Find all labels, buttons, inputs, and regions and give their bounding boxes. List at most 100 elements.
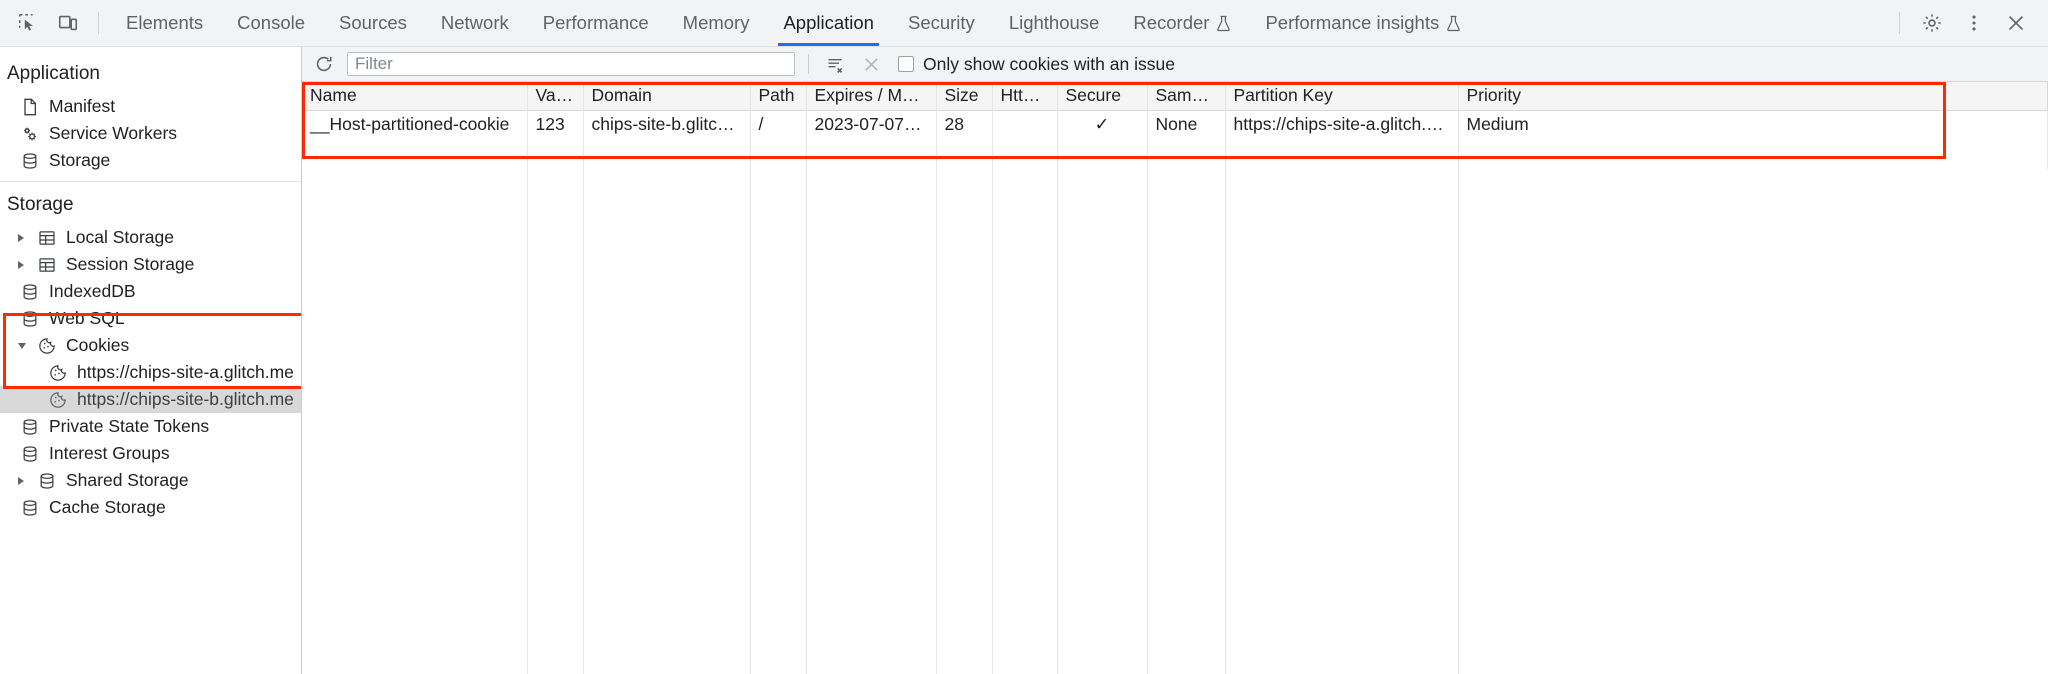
cell-size[interactable]: 28 bbox=[936, 110, 993, 139]
tab-label: Memory bbox=[682, 12, 750, 33]
cookie-icon bbox=[48, 390, 68, 410]
tab-label: Performance bbox=[542, 12, 649, 33]
column-header-value[interactable]: Value bbox=[527, 82, 584, 111]
cell-httponly[interactable] bbox=[992, 110, 1058, 139]
sidebar-item-label: Interest Groups bbox=[49, 443, 170, 463]
sidebar-item-cache-storage[interactable]: Cache Storage bbox=[0, 494, 301, 521]
sidebar-item-label: https://chips-site-b.glitch.me bbox=[77, 389, 294, 409]
sidebar-item-session-storage[interactable]: Session Storage bbox=[0, 251, 301, 278]
cookies-toolbar: Filter Only show cookies with an issue bbox=[302, 47, 2048, 82]
tab-label: Sources bbox=[339, 12, 407, 33]
cell-partition-key[interactable]: https://chips-site-a.glitch.me bbox=[1225, 110, 1459, 139]
table-row[interactable]: __Host-partitioned-cookie 123 chips-site… bbox=[302, 110, 2048, 139]
cell-name[interactable]: __Host-partitioned-cookie bbox=[302, 110, 528, 139]
tab-network[interactable]: Network bbox=[424, 0, 526, 46]
tab-console[interactable]: Console bbox=[220, 0, 322, 46]
cell-secure[interactable]: ✓ bbox=[1057, 110, 1148, 139]
sidebar-item-label: Session Storage bbox=[66, 254, 195, 274]
tab-elements[interactable]: Elements bbox=[109, 0, 220, 46]
sidebar-item-label: Private State Tokens bbox=[49, 416, 210, 436]
inspect-element-icon[interactable] bbox=[8, 5, 48, 41]
only-show-issues-checkbox[interactable] bbox=[898, 56, 914, 72]
cell-domain[interactable]: chips-site-b.glitch.me bbox=[583, 110, 751, 139]
cookies-table[interactable]: Name Value Domain Path Expires / M… Size… bbox=[302, 82, 2048, 169]
sidebar-item-label: Cookies bbox=[66, 335, 130, 355]
cell-priority[interactable]: Medium bbox=[1458, 110, 2048, 139]
device-toolbar-icon[interactable] bbox=[48, 5, 88, 41]
tab-recorder[interactable]: Recorder bbox=[1116, 0, 1248, 46]
cell-samesite[interactable]: None bbox=[1147, 110, 1226, 139]
tab-sources[interactable]: Sources bbox=[322, 0, 424, 46]
database-icon bbox=[20, 417, 40, 437]
application-sidebar: Application Manifest Service Workers bbox=[0, 47, 302, 674]
devtools-tabbar: Elements Console Sources Network Perform… bbox=[0, 0, 2048, 47]
clear-filtered-cookies-icon[interactable] bbox=[822, 52, 848, 76]
column-header-domain[interactable]: Domain bbox=[583, 82, 751, 111]
tab-memory[interactable]: Memory bbox=[666, 0, 767, 46]
sidebar-item-label: Cache Storage bbox=[49, 497, 166, 517]
more-vertical-icon[interactable] bbox=[1954, 5, 1994, 41]
sidebar-item-storage[interactable]: Storage bbox=[0, 147, 301, 174]
toolbar-divider bbox=[808, 54, 809, 74]
sidebar-item-cookies-chips-site-b[interactable]: https://chips-site-b.glitch.me bbox=[0, 386, 301, 413]
sidebar-item-manifest[interactable]: Manifest bbox=[0, 93, 301, 120]
chevron-down-icon[interactable] bbox=[18, 342, 26, 349]
tab-label: Console bbox=[237, 12, 306, 33]
cell-path[interactable]: / bbox=[750, 110, 807, 139]
only-show-issues-checkbox-row[interactable]: Only show cookies with an issue bbox=[898, 54, 1175, 75]
cookies-panel: Filter Only show cookies with an issue bbox=[302, 47, 2048, 674]
sidebar-item-label: Shared Storage bbox=[66, 470, 189, 490]
cell-value[interactable]: 123 bbox=[527, 110, 584, 139]
sidebar-item-interest-groups[interactable]: Interest Groups bbox=[0, 440, 301, 467]
table-empty-row bbox=[302, 139, 2048, 169]
refresh-icon[interactable] bbox=[311, 51, 337, 77]
tab-application[interactable]: Application bbox=[766, 0, 891, 46]
gears-icon bbox=[20, 124, 40, 144]
clear-all-cookies-icon[interactable] bbox=[858, 52, 884, 76]
database-icon bbox=[20, 498, 40, 518]
column-header-expires[interactable]: Expires / M… bbox=[806, 82, 937, 111]
sidebar-item-shared-storage[interactable]: Shared Storage bbox=[0, 467, 301, 494]
column-header-httponly[interactable]: HttpOnly bbox=[992, 82, 1058, 111]
tab-label: Network bbox=[440, 12, 509, 33]
column-header-path[interactable]: Path bbox=[750, 82, 807, 111]
cell-expires[interactable]: 2023-07-07… bbox=[806, 110, 937, 139]
tab-performance[interactable]: Performance bbox=[526, 0, 666, 46]
chevron-right-icon[interactable] bbox=[18, 260, 24, 269]
filter-input[interactable]: Filter bbox=[347, 52, 795, 76]
sidebar-item-web-sql[interactable]: Web SQL bbox=[0, 305, 301, 332]
cookie-icon bbox=[48, 363, 68, 383]
sidebar-item-label: Service Workers bbox=[49, 123, 178, 143]
column-header-samesite[interactable]: SameSite bbox=[1147, 82, 1226, 111]
column-gridlines bbox=[302, 82, 2048, 674]
column-header-partition-key[interactable]: Partition Key bbox=[1225, 82, 1459, 111]
sidebar-item-indexeddb[interactable]: IndexedDB bbox=[0, 278, 301, 305]
devtools-main: Application Manifest Service Workers bbox=[0, 47, 2048, 674]
close-icon[interactable] bbox=[1996, 5, 2036, 41]
sidebar-item-label: Storage bbox=[49, 150, 111, 170]
panel-tabs: Elements Console Sources Network Perform… bbox=[109, 0, 1478, 46]
tab-lighthouse[interactable]: Lighthouse bbox=[992, 0, 1117, 46]
tab-security[interactable]: Security bbox=[891, 0, 992, 46]
tab-label: Performance insights bbox=[1265, 12, 1440, 33]
column-header-size[interactable]: Size bbox=[936, 82, 993, 111]
chevron-right-icon[interactable] bbox=[18, 476, 24, 485]
sidebar-item-cookies-chips-site-a[interactable]: https://chips-site-a.glitch.me bbox=[0, 359, 301, 386]
database-icon bbox=[20, 444, 40, 464]
chevron-right-icon[interactable] bbox=[18, 233, 24, 242]
table-icon bbox=[37, 228, 57, 248]
document-icon bbox=[20, 97, 40, 117]
gear-icon[interactable] bbox=[1912, 5, 1952, 41]
sidebar-item-cookies[interactable]: Cookies bbox=[0, 332, 301, 359]
column-header-name[interactable]: Name bbox=[302, 82, 528, 111]
database-icon bbox=[37, 471, 57, 491]
tab-performance-insights[interactable]: Performance insights bbox=[1248, 0, 1478, 46]
column-header-secure[interactable]: Secure bbox=[1057, 82, 1148, 111]
sidebar-item-private-state-tokens[interactable]: Private State Tokens bbox=[0, 413, 301, 440]
sidebar-item-local-storage[interactable]: Local Storage bbox=[0, 224, 301, 251]
tab-label: Lighthouse bbox=[1008, 12, 1100, 33]
cookies-table-container: Name Value Domain Path Expires / M… Size… bbox=[302, 82, 2048, 674]
experimental-flask-icon bbox=[1446, 15, 1461, 32]
sidebar-item-service-workers[interactable]: Service Workers bbox=[0, 120, 301, 147]
column-header-priority[interactable]: Priority bbox=[1458, 82, 2048, 111]
